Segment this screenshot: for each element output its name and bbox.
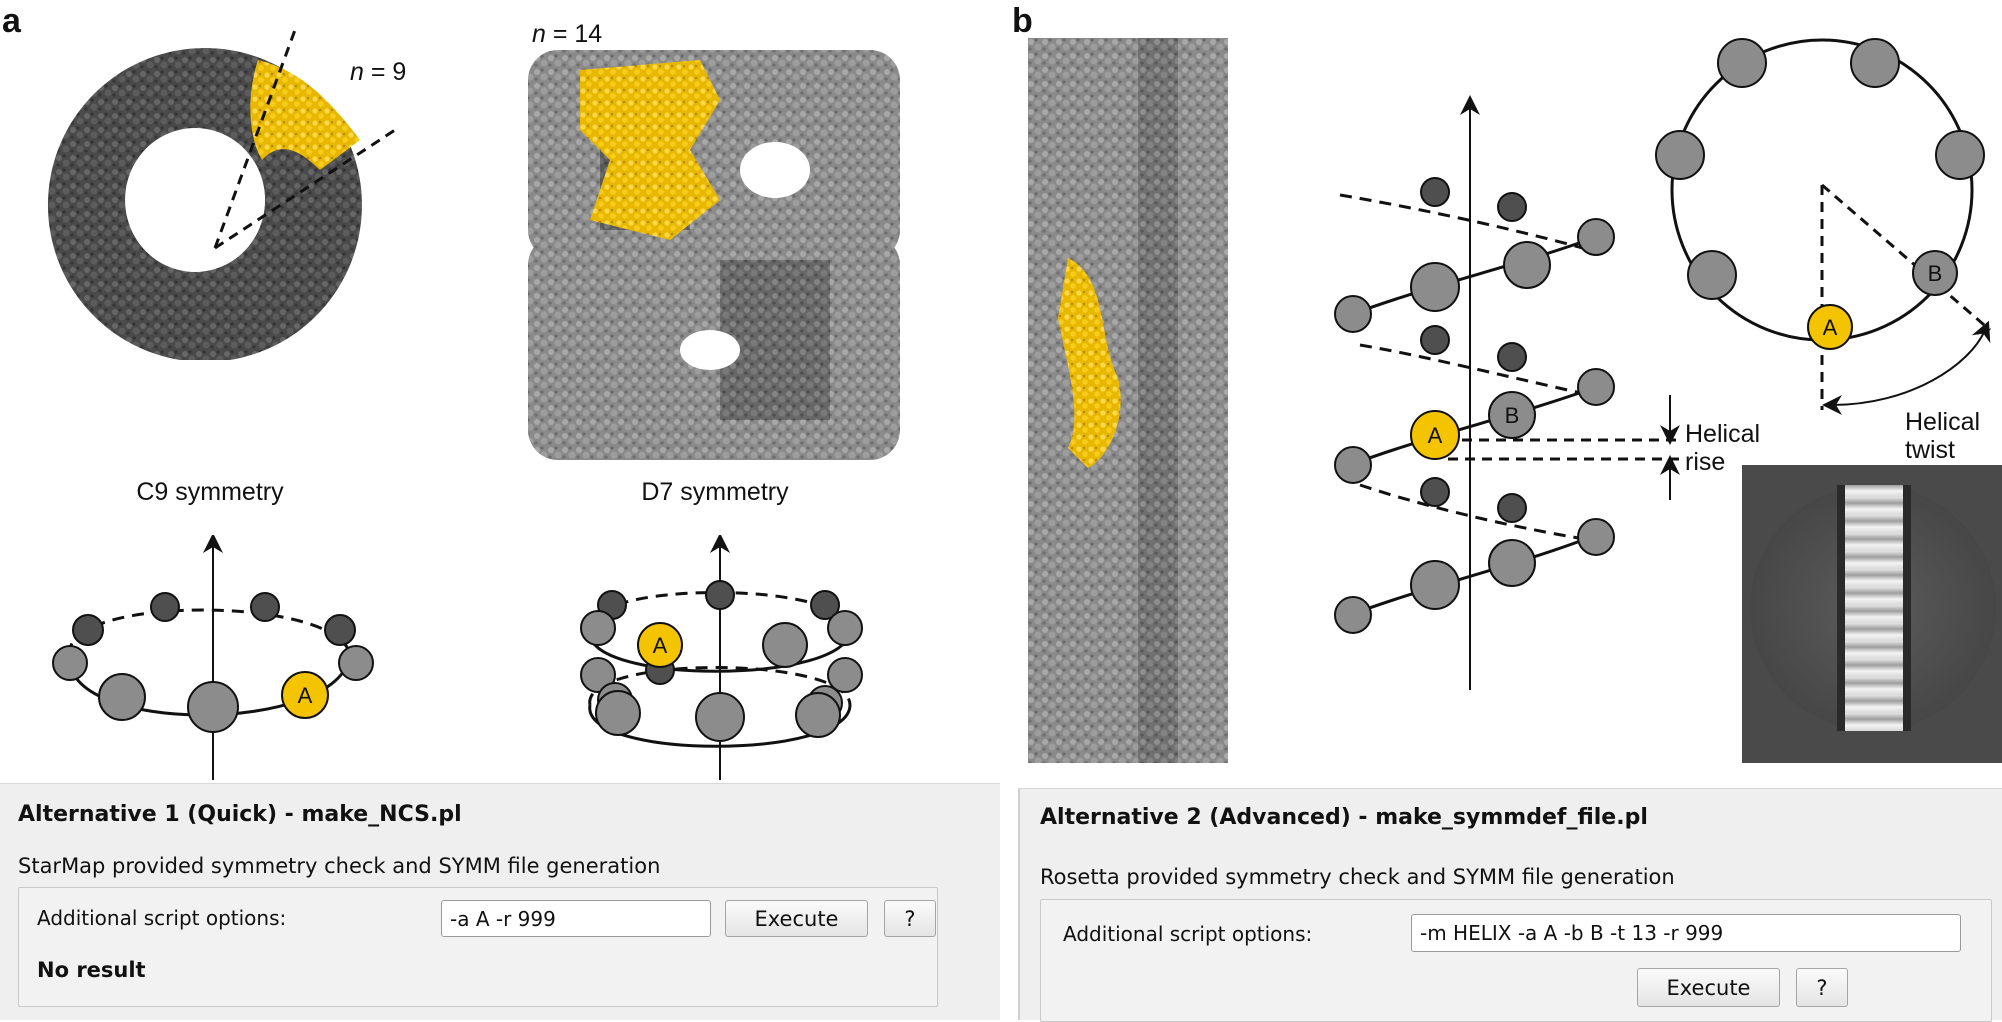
class-average-edge-right	[1903, 485, 1911, 731]
barrel-n-symbol: n	[532, 20, 546, 48]
helical-twist-label-line2: twist	[1905, 436, 1955, 464]
alt1-options-label: Additional script options:	[37, 906, 287, 930]
ring-n-value: = 9	[363, 58, 407, 86]
class-average-inset	[1742, 465, 2002, 763]
helical-twist-label: Helical twist	[1905, 408, 1980, 464]
helix-node-b-label: B	[1505, 403, 1520, 428]
c9-schematic: A	[52, 535, 374, 780]
ring-node-b-label: B	[1928, 261, 1943, 286]
d7-barrel-density-map	[528, 50, 900, 460]
alt1-help-button[interactable]: ?	[884, 900, 936, 937]
c9-ring-density-map	[47, 29, 396, 360]
alt1-title: Alternative 1 (Quick) - make_NCS.pl	[18, 802, 462, 827]
class-average-filament	[1845, 485, 1903, 731]
alt2-options-box: Additional script options: Execute ?	[1040, 899, 1992, 1022]
d7-caption: D7 symmetry	[641, 478, 789, 506]
alt1-options-input[interactable]	[441, 900, 711, 937]
alt2-panel: Alternative 2 (Advanced) - make_symmdef_…	[1018, 788, 2002, 1022]
helix-schematic: A B	[1334, 95, 1680, 690]
helical-twist-label-line1: Helical	[1905, 408, 1981, 436]
alt1-options-box: Additional script options: Execute ? No …	[18, 887, 938, 1007]
panel-a-letter: a	[2, 2, 21, 40]
helical-rise-label-line1: Helical	[1685, 420, 1761, 448]
barrel-n-label: n = 14	[532, 20, 602, 49]
alt2-options-label: Additional script options:	[1063, 922, 1313, 946]
c9-node-a-label: A	[298, 683, 313, 708]
helical-rise-label-line2: rise	[1685, 448, 1726, 476]
alt2-execute-button[interactable]: Execute	[1637, 968, 1780, 1007]
alt2-help-button[interactable]: ?	[1796, 968, 1848, 1007]
helix-top-view-schematic: A B	[1655, 38, 1991, 415]
alt1-description: StarMap provided symmetry check and SYMM…	[18, 854, 661, 878]
alt1-panel: Alternative 1 (Quick) - make_NCS.pl Star…	[0, 783, 1000, 1020]
ring-n-label: n = 9	[350, 58, 406, 87]
helix-node-a-label: A	[1428, 423, 1443, 448]
alt1-result-text: No result	[37, 958, 146, 982]
barrel-n-value: = 14	[545, 20, 603, 48]
d7-schematic: A	[580, 535, 863, 780]
helical-filament-density-map	[1028, 38, 1228, 763]
panel-b-letter: b	[1012, 2, 1033, 40]
alt2-options-input[interactable]	[1411, 914, 1961, 952]
ring-n-symbol: n	[350, 58, 364, 86]
class-average-edge-left	[1837, 485, 1845, 731]
d7-node-a-label: A	[653, 633, 668, 658]
ring-node-a-label: A	[1823, 315, 1838, 340]
alt1-execute-button[interactable]: Execute	[725, 900, 868, 937]
helical-rise-label: Helical rise	[1685, 420, 1760, 476]
alt2-description: Rosetta provided symmetry check and SYMM…	[1040, 865, 1675, 889]
alt2-title: Alternative 2 (Advanced) - make_symmdef_…	[1040, 805, 1648, 830]
c9-caption: C9 symmetry	[136, 478, 284, 506]
